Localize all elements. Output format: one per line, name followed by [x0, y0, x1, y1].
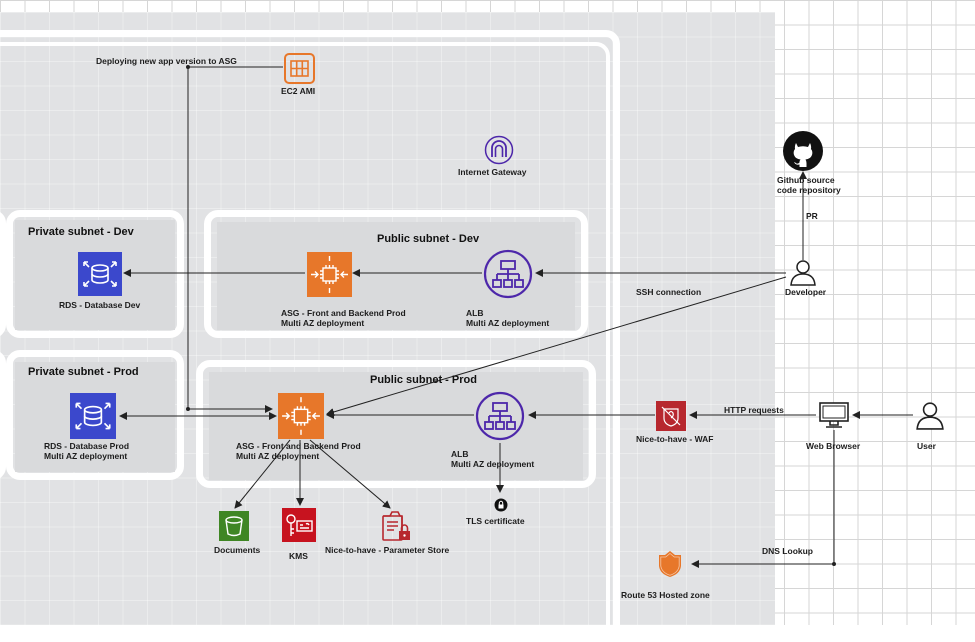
private-subnet-prod-title: Private subnet - Prod [28, 366, 139, 378]
ami-icon[interactable] [283, 52, 316, 85]
user-icon[interactable] [915, 400, 945, 430]
github-icon[interactable] [782, 130, 824, 172]
dns-lookup-label: DNS Lookup [762, 546, 813, 556]
tls-certificate-icon[interactable] [494, 498, 508, 512]
kms-key-icon[interactable] [282, 508, 316, 542]
rds-prod-label: RDS - Database Prod Multi AZ deployment [44, 441, 130, 461]
rds-dev-label: RDS - Database Dev [59, 300, 141, 310]
asg-prod-icon[interactable] [278, 393, 324, 439]
ssh-label: SSH connection [636, 287, 702, 297]
developer-user-icon[interactable] [789, 258, 817, 286]
s3-bucket-icon[interactable] [219, 511, 249, 541]
waf-label: Nice-to-have - WAF [636, 434, 714, 444]
http-requests-label: HTTP requests [724, 405, 784, 415]
internet-gateway-icon[interactable] [484, 135, 514, 165]
private-subnet-dev [6, 210, 184, 338]
monitor-icon[interactable] [818, 401, 850, 429]
parameter-store-icon[interactable] [380, 508, 412, 542]
ec2-ami-label: EC2 AMI [281, 86, 316, 96]
waf-icon[interactable] [656, 401, 686, 431]
public-subnet-prod-title: Public subnet - Prod [370, 374, 477, 386]
private-subnet-dev-title: Private subnet - Dev [28, 226, 134, 238]
left-partial-box-top [0, 210, 6, 338]
route53-icon[interactable] [655, 549, 685, 579]
user-label: User [917, 441, 936, 451]
documents-label: Documents [214, 545, 261, 555]
internet-gateway-label: Internet Gateway [458, 167, 527, 177]
asg-dev-icon[interactable] [307, 252, 352, 297]
alb-dev-label: ALB Multi AZ deployment [466, 308, 550, 328]
github-label: Github source code repository [777, 175, 841, 195]
route53-label: Route 53 Hosted zone [621, 590, 710, 600]
asg-prod-label: ASG - Front and Backend Prod Multi AZ de… [236, 441, 361, 461]
web-browser-label: Web Browser [806, 441, 861, 451]
public-subnet-dev-title: Public subnet - Dev [377, 233, 480, 245]
deploying-label: Deploying new app version to ASG [96, 56, 237, 66]
rds-prod-icon[interactable] [70, 393, 116, 439]
asg-dev-label: ASG - Front and Backend Prod Multi AZ de… [281, 308, 406, 328]
tls-label: TLS certificate [466, 516, 525, 526]
developer-label: Developer [785, 287, 827, 297]
alb-prod-label: ALB Multi AZ deployment [451, 449, 535, 469]
alb-prod-icon[interactable] [475, 391, 525, 441]
pr-label: PR [806, 211, 818, 221]
alb-dev-icon[interactable] [483, 249, 533, 299]
rds-dev-icon[interactable] [78, 252, 122, 296]
kms-label: KMS [289, 551, 308, 561]
left-partial-box-bottom [0, 350, 6, 480]
parameter-store-label: Nice-to-have - Parameter Store [325, 545, 450, 555]
